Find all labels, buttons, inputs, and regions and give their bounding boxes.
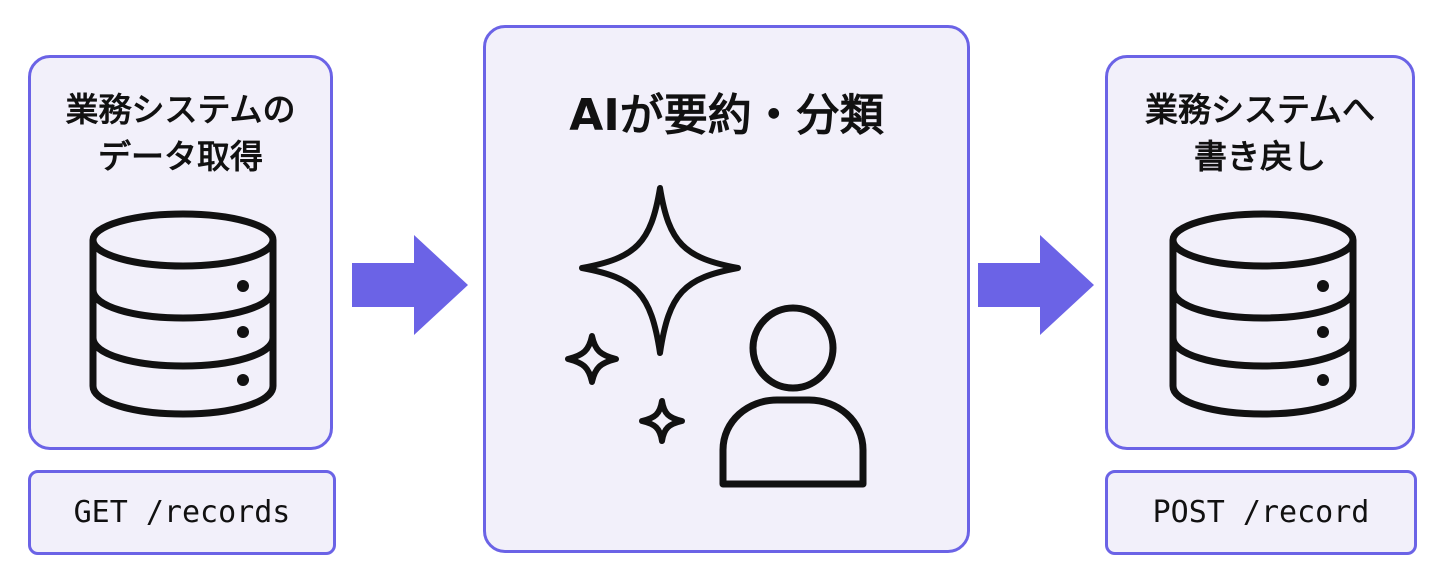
- destination-title-line2: 書き戻し: [1194, 137, 1326, 176]
- ai-card-title: AIが要約・分類: [569, 90, 884, 141]
- post-record-endpoint: POST /record: [1105, 470, 1417, 555]
- database-icon: [1169, 210, 1357, 418]
- destination-title-line1: 業務システムへ: [1144, 90, 1375, 129]
- destination-card-title: 業務システムへ 書き戻し: [1108, 86, 1412, 180]
- sparkle-icon: [565, 185, 741, 444]
- source-title-line2: データ取得: [98, 137, 263, 176]
- arrow-right-icon: [352, 235, 468, 335]
- arrow-right-icon: [978, 235, 1094, 335]
- get-records-endpoint: GET /records: [28, 470, 336, 555]
- destination-system-card: 業務システムへ 書き戻し: [1105, 55, 1415, 450]
- source-title-line1: 業務システムの: [65, 90, 296, 129]
- user-icon: [719, 304, 867, 488]
- source-card-title: 業務システムの データ取得: [31, 86, 330, 180]
- ai-processing-card: AIが要約・分類: [483, 25, 970, 553]
- source-system-card: 業務システムの データ取得: [28, 55, 333, 450]
- database-icon: [89, 210, 277, 418]
